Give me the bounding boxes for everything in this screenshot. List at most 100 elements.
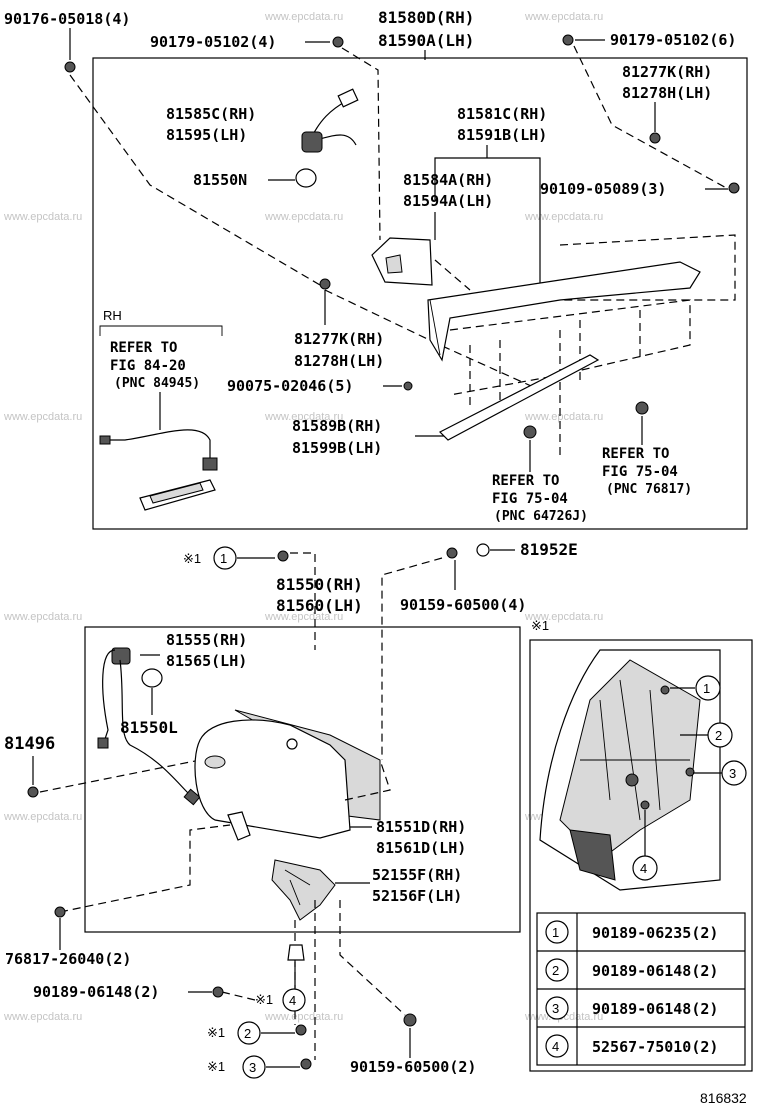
screw-icon	[295, 1024, 307, 1036]
socket-wire-icon	[301, 88, 359, 153]
screw-icon	[300, 1058, 312, 1070]
lamp-bracket-part	[271, 859, 336, 921]
watermark: www.epcdata.ru	[3, 611, 82, 623]
label-81952e: 81952E	[520, 540, 578, 559]
watermark: www.epcdata.ru	[264, 11, 343, 23]
callout-4-num: 4	[289, 993, 296, 1008]
label-81550: 81550(RH)	[276, 575, 363, 594]
watermark: www.epcdata.ru	[264, 211, 343, 223]
callout-3-num: 3	[249, 1060, 256, 1075]
label-81584a: 81584A(RH)	[403, 171, 493, 189]
tail-garnish-part	[371, 237, 701, 460]
detail-callout-2-num: 2	[715, 728, 722, 743]
label-81561d: 81561D(LH)	[376, 839, 466, 857]
clip-icon	[277, 550, 289, 562]
refer-84-line2: FIG 84-20	[110, 358, 186, 374]
label-90159-60500-top: 90159-60500(4)	[400, 596, 526, 614]
note-mark: ※1	[207, 1025, 225, 1040]
nut-icon	[287, 944, 305, 961]
watermark: www.epcdata.ru	[3, 1011, 82, 1023]
callout-2-num: 2	[244, 1026, 251, 1041]
label-81551d: 81551D(RH)	[376, 818, 466, 836]
watermark: www.epcdata.ru	[524, 211, 603, 223]
clip-icon	[27, 786, 39, 798]
callout-3	[242, 1055, 266, 1079]
bulb-icon	[141, 668, 163, 688]
rear-combination-lamp-part	[194, 709, 391, 841]
label-81550l: 81550L	[120, 718, 178, 737]
legend-row-part: 52567-75010(2)	[592, 1038, 718, 1056]
detail-frame	[529, 639, 753, 1072]
clip-icon	[562, 34, 574, 46]
lower-assembly-frame	[84, 626, 521, 933]
detail-callout-2	[707, 722, 733, 748]
rh-bracket	[99, 325, 223, 336]
clip-icon	[54, 906, 66, 918]
detail-callout-3-num: 3	[729, 766, 736, 781]
cap-icon	[476, 543, 490, 557]
watermark: www.epcdata.ru	[3, 811, 82, 823]
bolt-icon	[446, 547, 458, 559]
detail-callout-4	[632, 855, 658, 881]
refer-84-line1: REFER TO	[110, 340, 177, 356]
refer-76817-line3: (PNC 76817)	[606, 482, 692, 497]
lamp-socket-wire-icon	[97, 647, 201, 806]
callout-1-num: 1	[220, 551, 227, 566]
clip-icon	[319, 278, 331, 290]
legend-row: 4 52567-75010(2)	[545, 1034, 718, 1058]
label-81496: 81496	[4, 734, 55, 754]
guide-line	[221, 991, 256, 1001]
watermark: www.epcdata.ru	[3, 211, 82, 223]
watermark: www.epcdata.ru	[264, 611, 343, 623]
legend-row-part: 90189-06235(2)	[592, 924, 718, 942]
note-mark: ※1	[207, 1059, 225, 1074]
clip-icon	[635, 401, 649, 415]
label-90179-05102-left: 90179-05102(4)	[150, 33, 276, 51]
label-81555: 81555(RH)	[166, 631, 247, 649]
legend-table: 1 90189-06235(2) 2 90189-06148(2) 3 9018…	[536, 912, 746, 1066]
label-81278h-mid: 81278H(LH)	[294, 352, 384, 370]
rh-label: RH	[103, 308, 122, 323]
detail-view-illustration	[539, 649, 721, 891]
legend-row-num: 3	[552, 1001, 559, 1016]
refer-64726j-line3: (PNC 64726J)	[494, 509, 588, 524]
legend-row-num: 2	[552, 963, 559, 978]
watermark: www.epcdata.ru	[264, 411, 343, 423]
label-81589b: 81589B(RH)	[292, 417, 382, 435]
guide-line	[59, 824, 231, 913]
figure-id: 816832	[700, 1090, 747, 1106]
label-81277k-mid: 81277K(RH)	[294, 330, 384, 348]
legend-row: 2 90189-06148(2)	[545, 958, 718, 982]
legend-row-num: 1	[552, 925, 559, 940]
label-81581c: 81581C(RH)	[457, 105, 547, 123]
guide-line	[339, 900, 406, 1016]
legend-row: 3 90189-06148(2)	[545, 996, 718, 1020]
guide-line	[559, 234, 736, 301]
detail-callout-1-num: 1	[703, 681, 710, 696]
label-81560: 81560(LH)	[276, 596, 363, 615]
refer-84-line3: (PNC 84945)	[114, 376, 200, 391]
callout-4	[282, 988, 306, 1012]
bolt-icon	[403, 1013, 417, 1027]
legend-row-num: 4	[552, 1039, 559, 1054]
callout-2	[237, 1021, 261, 1045]
screw-icon	[212, 986, 224, 998]
detail-mark: ※1	[531, 618, 549, 633]
screw-icon	[403, 381, 413, 391]
label-90075-02046: 90075-02046(5)	[227, 377, 353, 395]
label-52155f: 52155F(RH)	[372, 866, 462, 884]
guide-line	[434, 259, 471, 291]
seal-strip-part	[438, 354, 600, 441]
label-76817-26040: 76817-26040(2)	[5, 950, 131, 968]
label-81599b: 81599B(LH)	[292, 439, 382, 457]
note-mark: ※1	[183, 551, 201, 566]
upper-assembly-frame	[92, 57, 748, 530]
guide-line	[39, 759, 201, 793]
label-90109-05089: 90109-05089(3)	[540, 180, 666, 198]
refer-76817-line2: FIG 75-04	[602, 464, 678, 480]
label-81594a: 81594A(LH)	[403, 192, 493, 210]
guide-line	[381, 557, 443, 760]
guide-line	[69, 74, 321, 286]
